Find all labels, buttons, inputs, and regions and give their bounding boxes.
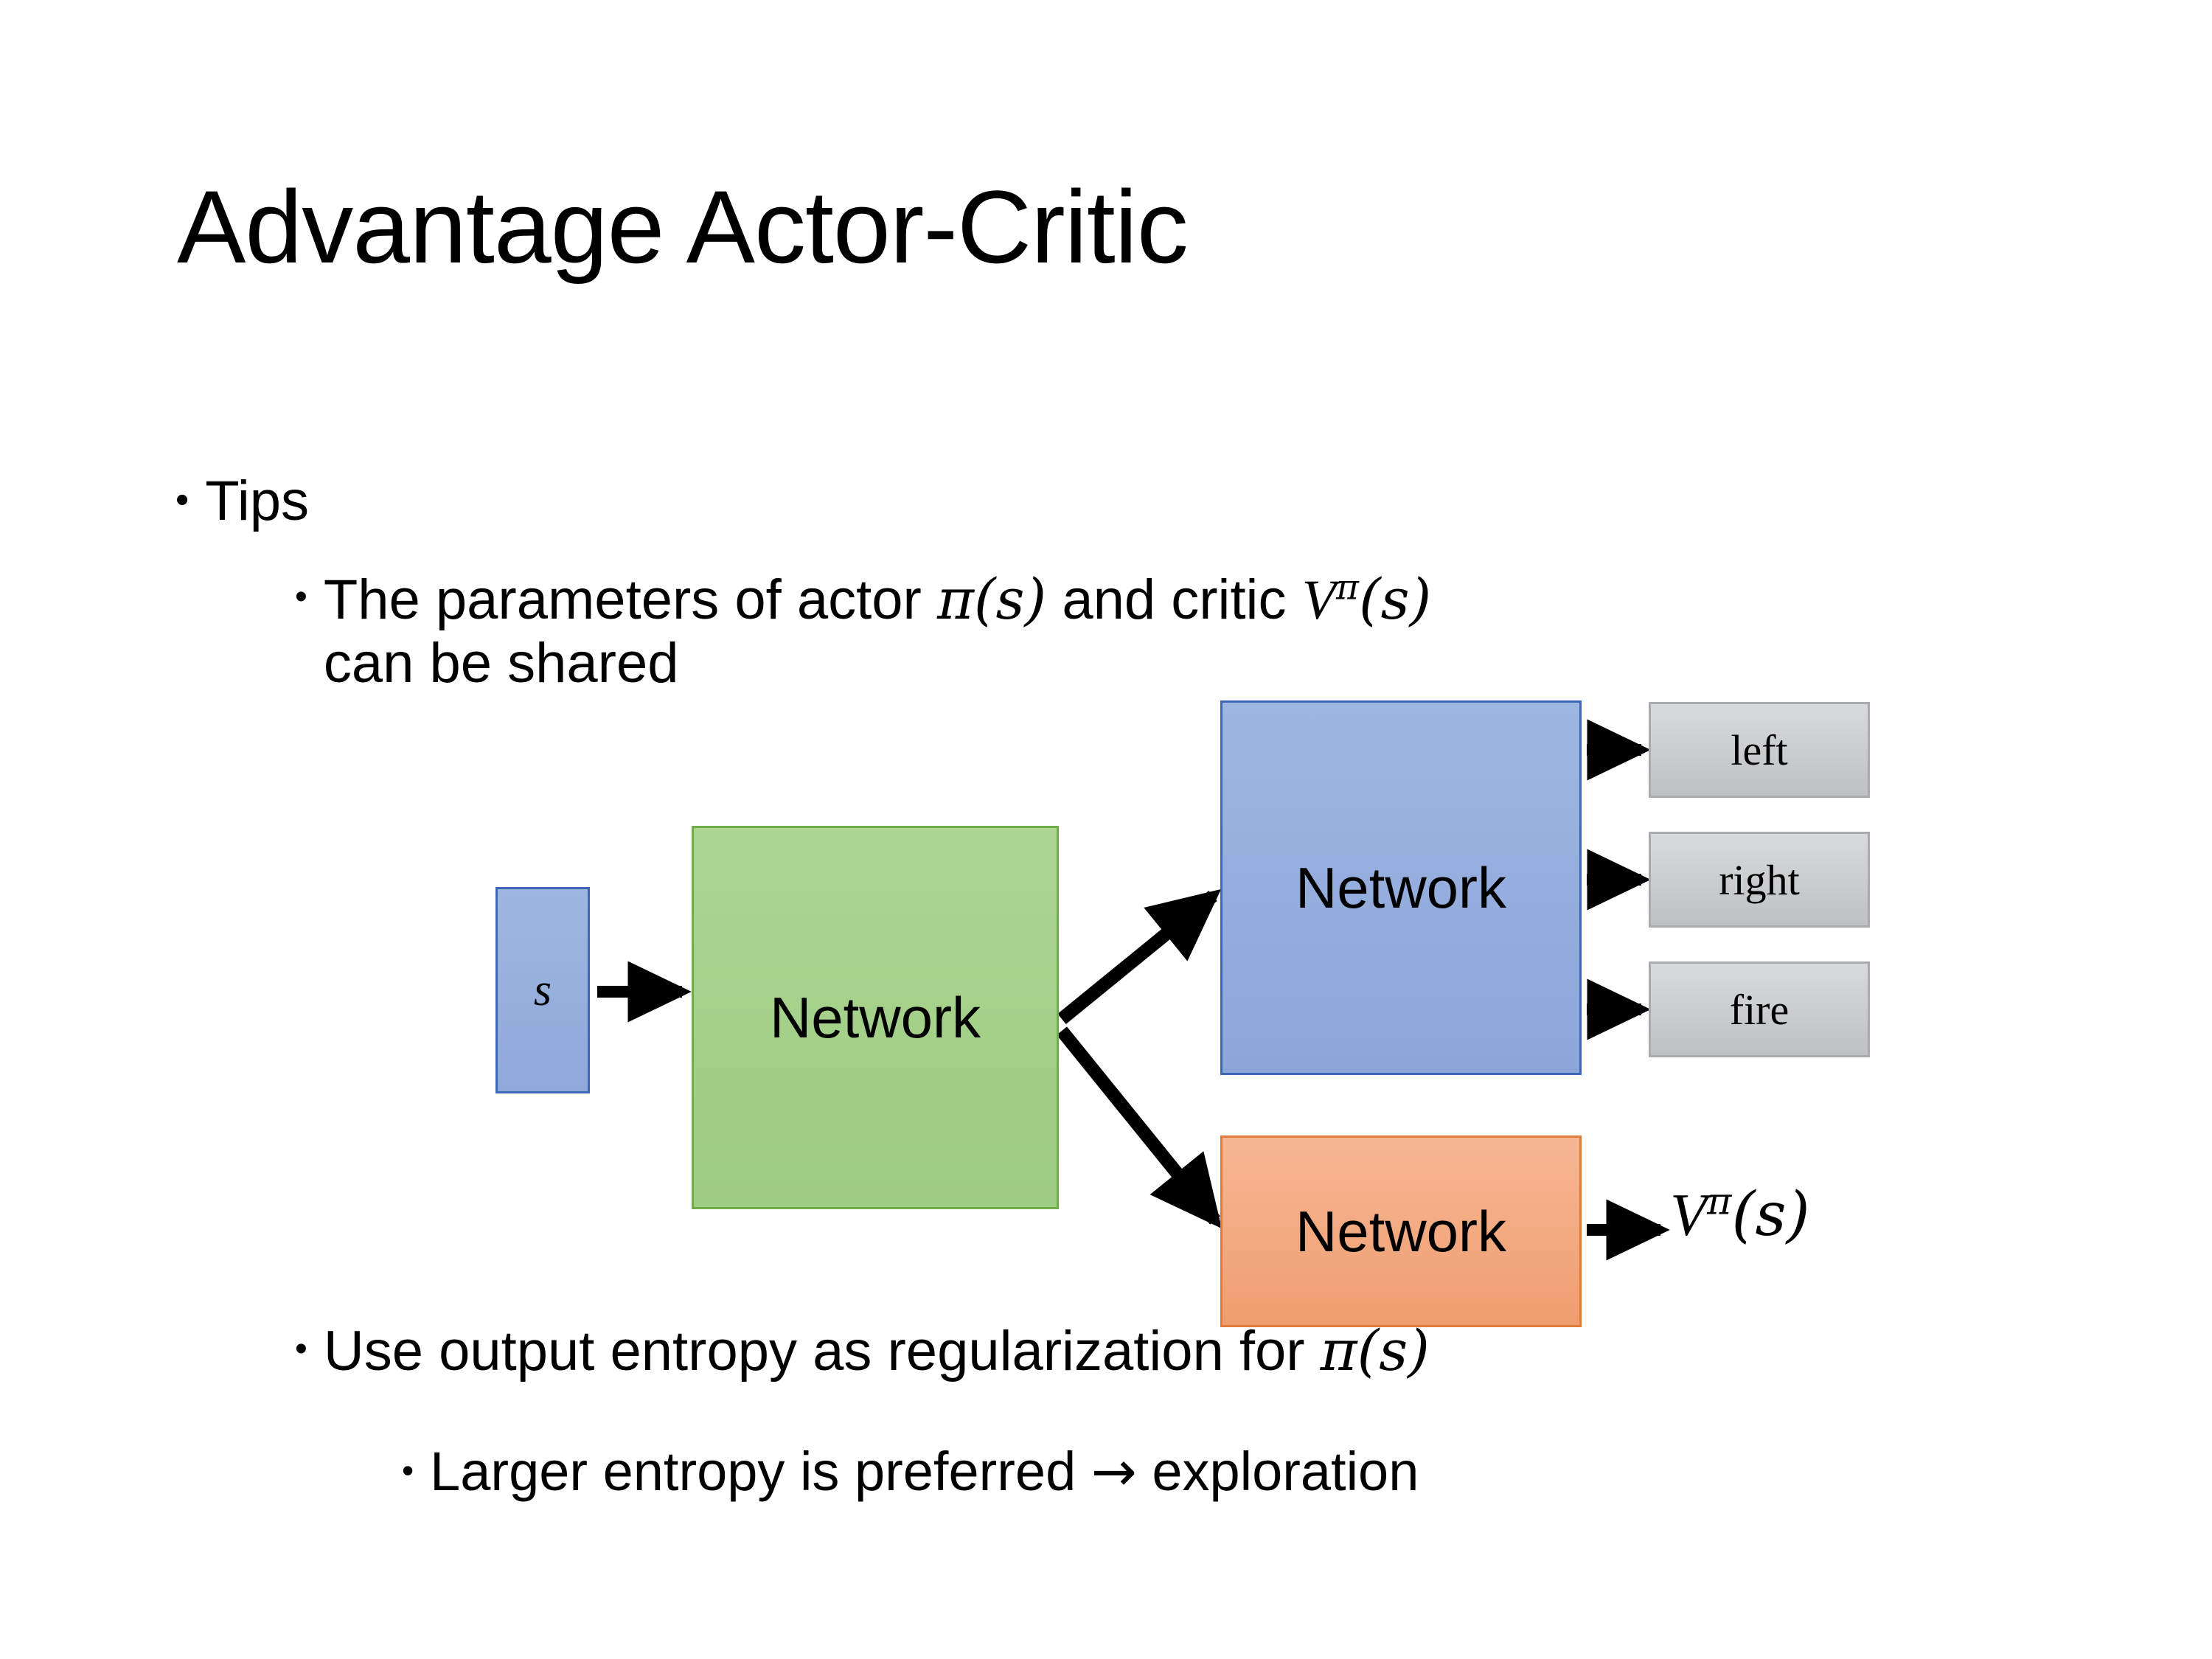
shared-params-line2: can be shared — [323, 632, 679, 695]
state-input-box: s — [495, 887, 590, 1093]
action-output-fire: fire — [1649, 961, 1870, 1057]
bullet-entropy-regularization: • Use output entropy as regularization f… — [295, 1320, 2065, 1382]
larger-entropy-suffix: exploration — [1136, 1441, 1419, 1502]
bullet-tips-label: Tips — [205, 470, 309, 532]
shared-params-prefix: The parameters of actor — [323, 568, 937, 631]
critic-network-label: Network — [1295, 1198, 1507, 1264]
bullet-shared-parameters: • The parameters of actor π(s) and criti… — [295, 568, 2028, 695]
actor-network-label: Network — [1295, 855, 1507, 920]
critic-symbol-superscript: π — [1336, 567, 1359, 608]
critic-symbol-argument: (s) — [1358, 566, 1432, 632]
entropy-prefix: Use output entropy as regularization for — [323, 1320, 1321, 1382]
bullet-shared-parameters-text: The parameters of actor π(s) and critic … — [324, 568, 2028, 695]
state-input-label: s — [533, 964, 552, 1015]
critic-network-box: Network — [1220, 1135, 1582, 1327]
actor-symbol: π(s) — [936, 566, 1047, 632]
bullet-larger-entropy-text: Larger entropy is preferred → exploratio… — [430, 1441, 2171, 1502]
action-output-left: left — [1649, 702, 1870, 798]
value-output-argument: (s) — [1731, 1180, 1810, 1250]
arrow-shared-to-critic — [1057, 1026, 1222, 1229]
value-output-base: V — [1670, 1181, 1708, 1248]
entropy-actor-symbol: π(s) — [1320, 1318, 1430, 1383]
larger-entropy-prefix: Larger entropy is preferred — [430, 1441, 1091, 1502]
bullet-marker-icon: • — [175, 479, 189, 521]
arrow-shared-to-actor — [1057, 888, 1222, 1024]
right-arrow-icon: → — [1091, 1440, 1137, 1503]
shared-params-middle: and critic — [1046, 568, 1302, 631]
action-output-left-label: left — [1731, 726, 1788, 774]
bullet-marker-icon: • — [295, 577, 307, 616]
action-output-fire-label: fire — [1729, 985, 1790, 1034]
action-output-right: right — [1649, 832, 1870, 928]
critic-symbol-base: V — [1301, 569, 1336, 631]
shared-network-label: Network — [769, 984, 981, 1050]
bullet-larger-entropy: • Larger entropy is preferred → explorat… — [402, 1441, 2171, 1502]
value-output-label: Vπ(s) — [1670, 1180, 1810, 1250]
shared-network-box: Network — [692, 826, 1059, 1209]
bullet-tips: • Tips — [175, 472, 309, 531]
bullet-marker-icon: • — [295, 1329, 307, 1368]
actor-network-box: Network — [1220, 700, 1582, 1075]
bullet-entropy-text: Use output entropy as regularization for… — [324, 1320, 2065, 1382]
bullet-marker-icon: • — [402, 1451, 414, 1489]
page-title: Advantage Actor-Critic — [177, 169, 1189, 285]
action-output-right-label: right — [1719, 855, 1800, 904]
value-output-superscript: π — [1707, 1179, 1732, 1223]
